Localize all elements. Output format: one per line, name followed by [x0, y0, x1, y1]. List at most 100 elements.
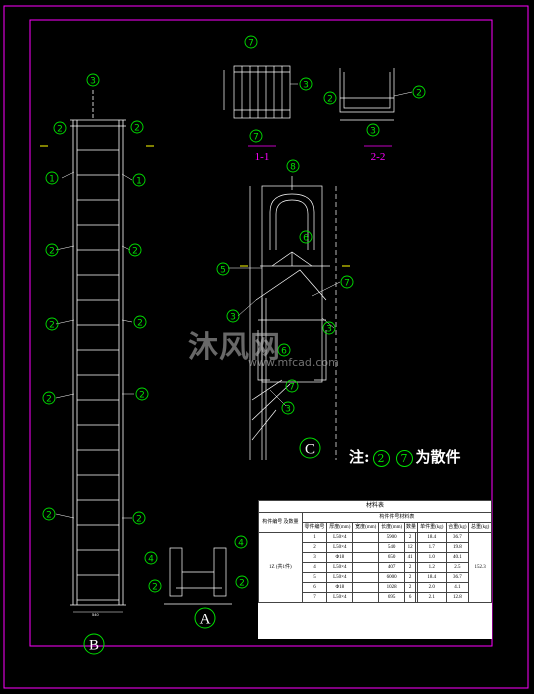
cell-no: 5	[301, 572, 328, 583]
cell-thick: L50×4	[326, 542, 354, 553]
cell-qty: 41	[404, 552, 417, 563]
cell-total: 4.1	[445, 582, 470, 593]
watermark: 沐风网 www.mfcad.com	[188, 322, 339, 369]
callout-number: 3	[326, 325, 332, 335]
callout-number: 2	[136, 515, 142, 525]
section-1-1	[223, 65, 291, 147]
table-title: 材料表	[258, 500, 492, 513]
callout-circle	[277, 343, 291, 357]
cell-thick: L50×4	[326, 562, 354, 573]
callout-number: 2	[49, 247, 55, 257]
callout-circle	[235, 575, 249, 589]
callout-number: 5	[220, 266, 226, 276]
cell-unit: 1.0	[417, 552, 447, 563]
cell-total: 40.1	[445, 552, 470, 563]
cell-qty: 2	[404, 532, 417, 543]
callout-circle	[130, 120, 144, 134]
section-2-2	[339, 68, 395, 147]
cell-grand-total: 152.3	[468, 532, 492, 603]
callout-number: 2	[416, 89, 422, 99]
detail-a	[164, 547, 232, 605]
cell-no: 6	[301, 582, 328, 593]
cell-total: 36.7	[445, 532, 470, 543]
view-label-section-1: 1-1	[255, 151, 270, 163]
cell-len: 695	[378, 592, 406, 603]
callout-number: 2	[152, 583, 158, 593]
view-label-circle	[83, 633, 105, 655]
ladder-rungs	[77, 149, 119, 601]
callout-circle	[135, 387, 149, 401]
callout-circle	[412, 85, 426, 99]
callout-number: 1	[136, 177, 142, 187]
callout-number: 2	[46, 511, 52, 521]
callout-circle	[132, 173, 146, 187]
cell-qty: 2	[404, 562, 417, 573]
note-callout-2: 2	[372, 449, 390, 467]
note-callout-7: 7	[395, 449, 413, 467]
callout-circle	[42, 391, 56, 405]
view-label-detail-a: A	[200, 611, 211, 627]
svg-text:540: 540	[92, 612, 99, 617]
cell-unit: 18.4	[417, 532, 447, 543]
callout-number: 2	[327, 95, 333, 105]
cell-len: 5900	[378, 532, 406, 543]
col-part: 构件编号 及数量	[258, 512, 303, 533]
callout-number: 2	[57, 125, 63, 135]
callout-circle	[299, 230, 313, 244]
callout-number: 3	[90, 77, 96, 87]
cell-width	[352, 572, 380, 583]
note-prefix: 注:	[349, 448, 370, 466]
callout-circle	[216, 262, 230, 276]
callout-circle	[244, 35, 258, 49]
cell-len: 650	[378, 552, 406, 563]
cell-unit: 2.1	[417, 592, 447, 603]
callout-circle	[322, 321, 336, 335]
callout-number: 2	[132, 247, 138, 257]
cell-unit: 1.7	[417, 542, 447, 553]
cell-no: 4	[301, 562, 328, 573]
cell-unit: 1.2	[417, 562, 447, 573]
callout-circle	[133, 315, 147, 329]
cell-width	[352, 552, 380, 563]
cell-total: 19.8	[445, 542, 470, 553]
hoop-side-view	[240, 176, 350, 460]
cell-thick: Φ18	[326, 552, 354, 563]
col-no: 零件编号	[301, 522, 328, 533]
watermark-brand: 沐风网	[188, 330, 281, 365]
callout-number: 2	[137, 319, 143, 329]
cell-no: 3	[301, 552, 328, 563]
callout-circle	[249, 129, 263, 143]
callout-circle	[53, 121, 67, 135]
view-label-detail-b: B	[89, 637, 99, 653]
cell-width	[352, 542, 380, 553]
callout-number: 7	[344, 279, 350, 289]
cell-total: 36.7	[445, 572, 470, 583]
callout-number: 2	[134, 124, 140, 134]
cell-thick: L50×4	[326, 572, 354, 583]
cell-no: 2	[301, 542, 328, 553]
callout-number: 3	[230, 313, 236, 323]
cell-no: 7	[301, 592, 328, 603]
callout-number: 8	[290, 163, 296, 173]
callout-circle	[323, 91, 337, 105]
callout-circle	[86, 73, 100, 87]
cell-len: 1028	[378, 582, 406, 593]
callout-number: 4	[148, 555, 154, 565]
cell-width	[352, 592, 380, 603]
callout-circle	[226, 309, 240, 323]
cell-width	[352, 562, 380, 573]
cell-len: 540	[378, 542, 406, 553]
cell-thick: Φ18	[326, 582, 354, 593]
callout-number: 6	[281, 347, 287, 357]
callout-circle	[128, 243, 142, 257]
inner-frame	[29, 19, 493, 647]
col-width: 宽度(mm)	[352, 522, 380, 533]
ladder-dims: 540	[40, 145, 154, 617]
callout-circle	[132, 511, 146, 525]
